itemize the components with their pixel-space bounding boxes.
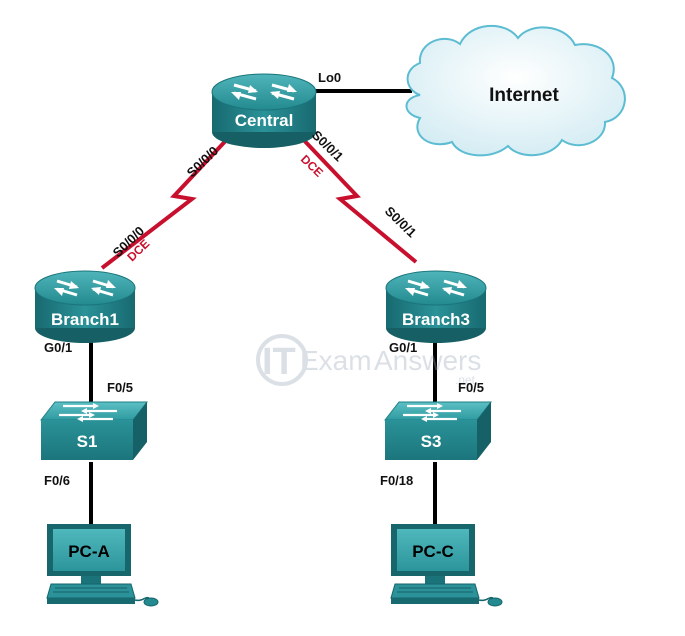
watermark-it: IT [262, 341, 296, 383]
internet-label: Internet [489, 85, 559, 106]
switch-s1-label: S1 [77, 432, 98, 451]
switch-s3-label: S3 [421, 432, 442, 451]
switch-arrows-icon [59, 403, 117, 422]
port-central-s000: S0/0/0 [184, 143, 221, 180]
pc-a-label: PC-A [68, 542, 110, 561]
router-central[interactable]: Central [211, 73, 317, 148]
switch-s1[interactable]: S1 [39, 401, 149, 460]
port-s3-f05: F0/5 [458, 380, 484, 395]
port-s3-f018: F0/18 [380, 473, 413, 488]
pc-c[interactable]: PC-C [390, 524, 503, 607]
port-central-lo0: Lo0 [318, 70, 341, 85]
watermark: IT Exam Answers .net [256, 334, 481, 387]
internet-cloud: Internet [405, 25, 626, 157]
watermark-net: .net [455, 373, 476, 387]
port-s1-f06: F0/6 [44, 473, 70, 488]
link-central-branch3-serial [296, 132, 418, 264]
router-arrows-icon [405, 279, 467, 297]
pc-c-label: PC-C [412, 542, 454, 561]
port-s1-f05: F0/5 [107, 380, 133, 395]
router-branch1-label: Branch1 [51, 310, 119, 329]
router-branch3[interactable]: Branch3 [385, 270, 487, 343]
router-branch3-label: Branch3 [402, 310, 470, 329]
link-central-branch1-serial [100, 132, 234, 270]
watermark-exam: Exam [300, 345, 372, 376]
switch-s3[interactable]: S3 [383, 401, 493, 460]
pc-a[interactable]: PC-A [46, 524, 159, 607]
router-arrows-icon [54, 279, 116, 297]
router-arrows-icon [231, 83, 297, 101]
port-branch1-g01: G0/1 [44, 340, 72, 355]
switch-arrows-icon [403, 403, 461, 422]
router-branch1[interactable]: Branch1 [34, 270, 136, 343]
router-central-label: Central [235, 111, 294, 130]
port-branch3-s001: S0/0/1 [382, 203, 419, 240]
port-branch3-g01: G0/1 [389, 340, 417, 355]
watermark-answers: Answers [374, 345, 481, 376]
